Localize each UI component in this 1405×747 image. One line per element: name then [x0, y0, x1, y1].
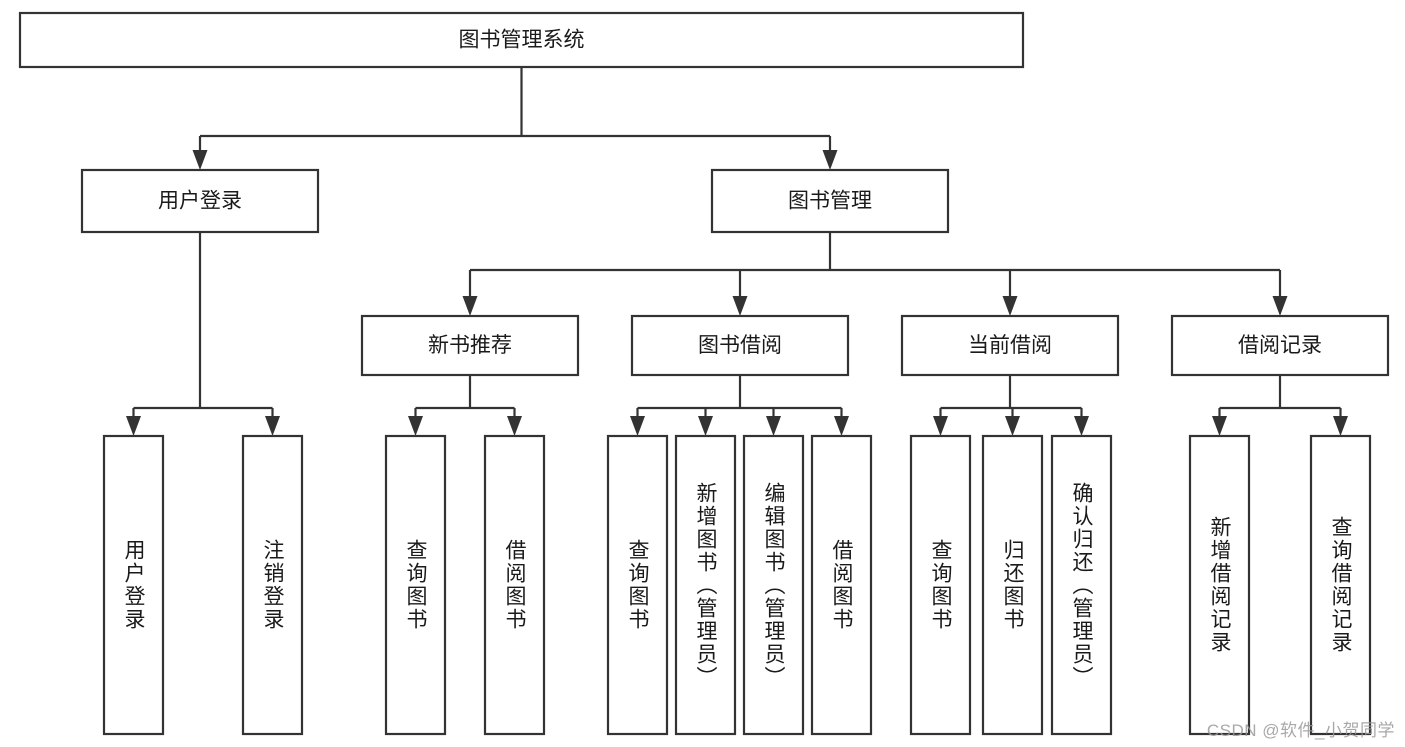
arrow-leaf-confirm-return [1074, 416, 1089, 436]
node-box-leaf-query-book-cur[interactable] [909, 434, 972, 736]
node-box-leaf-user-login[interactable] [102, 434, 165, 736]
node-box-leaf-add-book[interactable] [674, 434, 737, 736]
node-label-borrow-record: 借阅记录 [1238, 334, 1322, 357]
arrow-leaf-query-book-cur [933, 416, 948, 436]
arrow-borrow-record [1272, 296, 1288, 316]
watermark: CSDN @软件_小贺同学 [1206, 721, 1395, 740]
node-box-layer [18, 11, 1390, 736]
node-box-leaf-query-record[interactable] [1309, 434, 1372, 736]
node-label-current-borrow: 当前借阅 [968, 334, 1052, 357]
node-box-leaf-query-book-new[interactable] [384, 434, 447, 736]
node-box-leaf-edit-book[interactable] [742, 434, 805, 736]
node-box-new-book-recommend[interactable] [360, 314, 580, 377]
node-label-new-book-recommend: 新书推荐 [428, 334, 512, 357]
node-box-leaf-return-book[interactable] [981, 434, 1044, 736]
arrow-book-borrow [732, 296, 748, 316]
node-box-root[interactable] [18, 11, 1025, 69]
arrow-leaf-add-record [1212, 416, 1227, 436]
arrow-current-borrow [1002, 296, 1018, 316]
node-box-book-borrow[interactable] [630, 314, 850, 377]
node-box-leaf-query-book-borrow[interactable] [606, 434, 669, 736]
connector-layer [126, 67, 1348, 436]
node-box-leaf-add-record[interactable] [1188, 434, 1251, 736]
node-box-leaf-borrow-book[interactable] [810, 434, 873, 736]
arrow-leaf-return-book [1005, 416, 1020, 436]
arrow-user-login [192, 150, 208, 170]
arrow-leaf-borrow-book [834, 416, 849, 436]
arrow-new-book-recommend [462, 296, 478, 316]
arrow-leaf-user-login [126, 416, 141, 436]
node-label-book-borrow: 图书借阅 [698, 334, 782, 357]
node-label-root: 图书管理系统 [459, 29, 585, 52]
arrow-leaf-user-logout [265, 416, 280, 436]
node-box-leaf-confirm-return[interactable] [1050, 434, 1113, 736]
arrow-leaf-query-book-new [408, 416, 423, 436]
node-box-user-login[interactable] [80, 168, 320, 234]
node-box-book-manage[interactable] [710, 168, 950, 234]
node-label-book-manage: 图书管理 [788, 190, 872, 213]
node-label-user-login: 用户登录 [158, 190, 242, 213]
arrow-leaf-borrow-book-new [507, 416, 522, 436]
node-box-borrow-record[interactable] [1170, 314, 1390, 377]
node-box-leaf-user-logout[interactable] [241, 434, 304, 736]
arrow-book-manage [822, 150, 838, 170]
node-box-leaf-borrow-book-new[interactable] [483, 434, 546, 736]
node-box-current-borrow[interactable] [900, 314, 1120, 377]
arrow-leaf-query-record [1333, 416, 1348, 436]
arrow-leaf-query-book-borrow [630, 416, 645, 436]
arrow-leaf-edit-book [766, 416, 781, 436]
arrow-leaf-add-book [698, 416, 713, 436]
